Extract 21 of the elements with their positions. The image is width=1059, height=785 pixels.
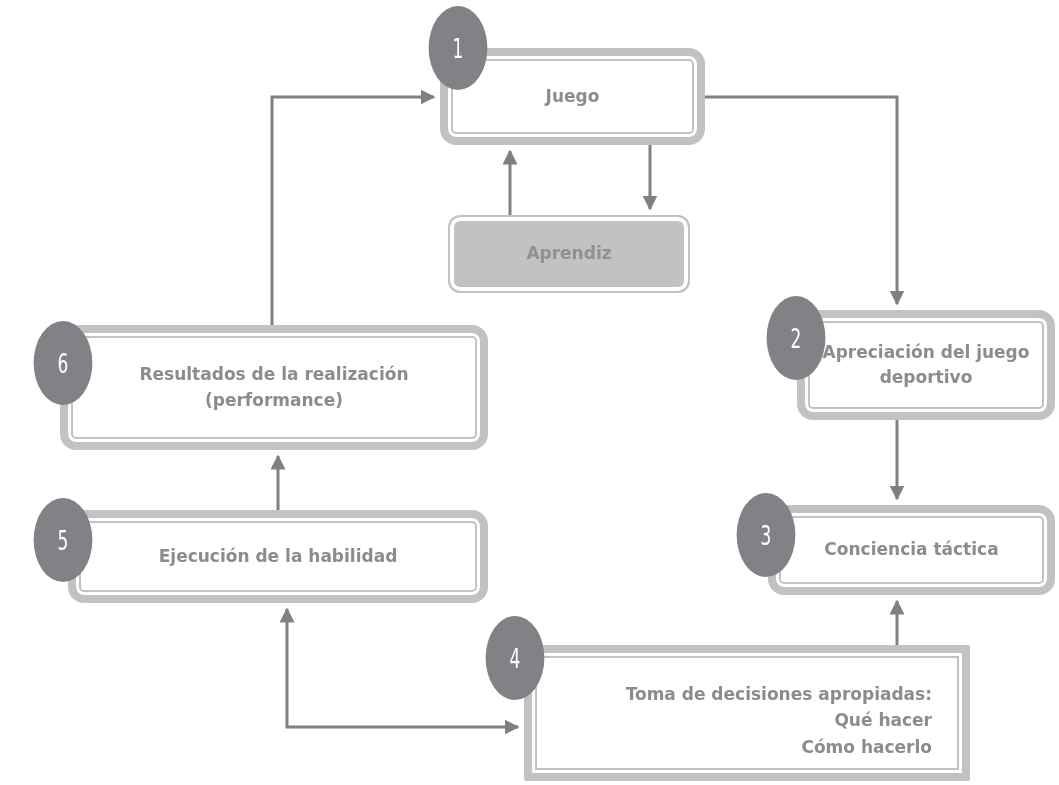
arrow [502,149,518,215]
step-number: 4 [485,616,545,700]
arrow [270,89,436,325]
step-number: 6 [33,321,93,405]
arrow [642,145,658,211]
shaded-box [448,215,690,293]
arrow [889,599,905,645]
box-label: Conciencia táctica [824,538,999,562]
box-label: Cómo hacerlo [801,735,932,759]
box-label: Ejecución de la habilidad [158,544,398,568]
step-number: 3 [736,493,796,577]
step-number: 5 [33,498,93,582]
box-label: Juego [545,84,600,108]
arrow [279,607,520,735]
arrow [705,95,905,306]
arrow [889,420,905,501]
step-number: 1 [428,6,488,90]
box-label: Toma de decisiones apropiadas: [625,683,932,706]
arrow [270,454,286,510]
box-label: Qué hacer [834,709,932,733]
box-label: Resultados de la realización (performance) [138,363,410,412]
